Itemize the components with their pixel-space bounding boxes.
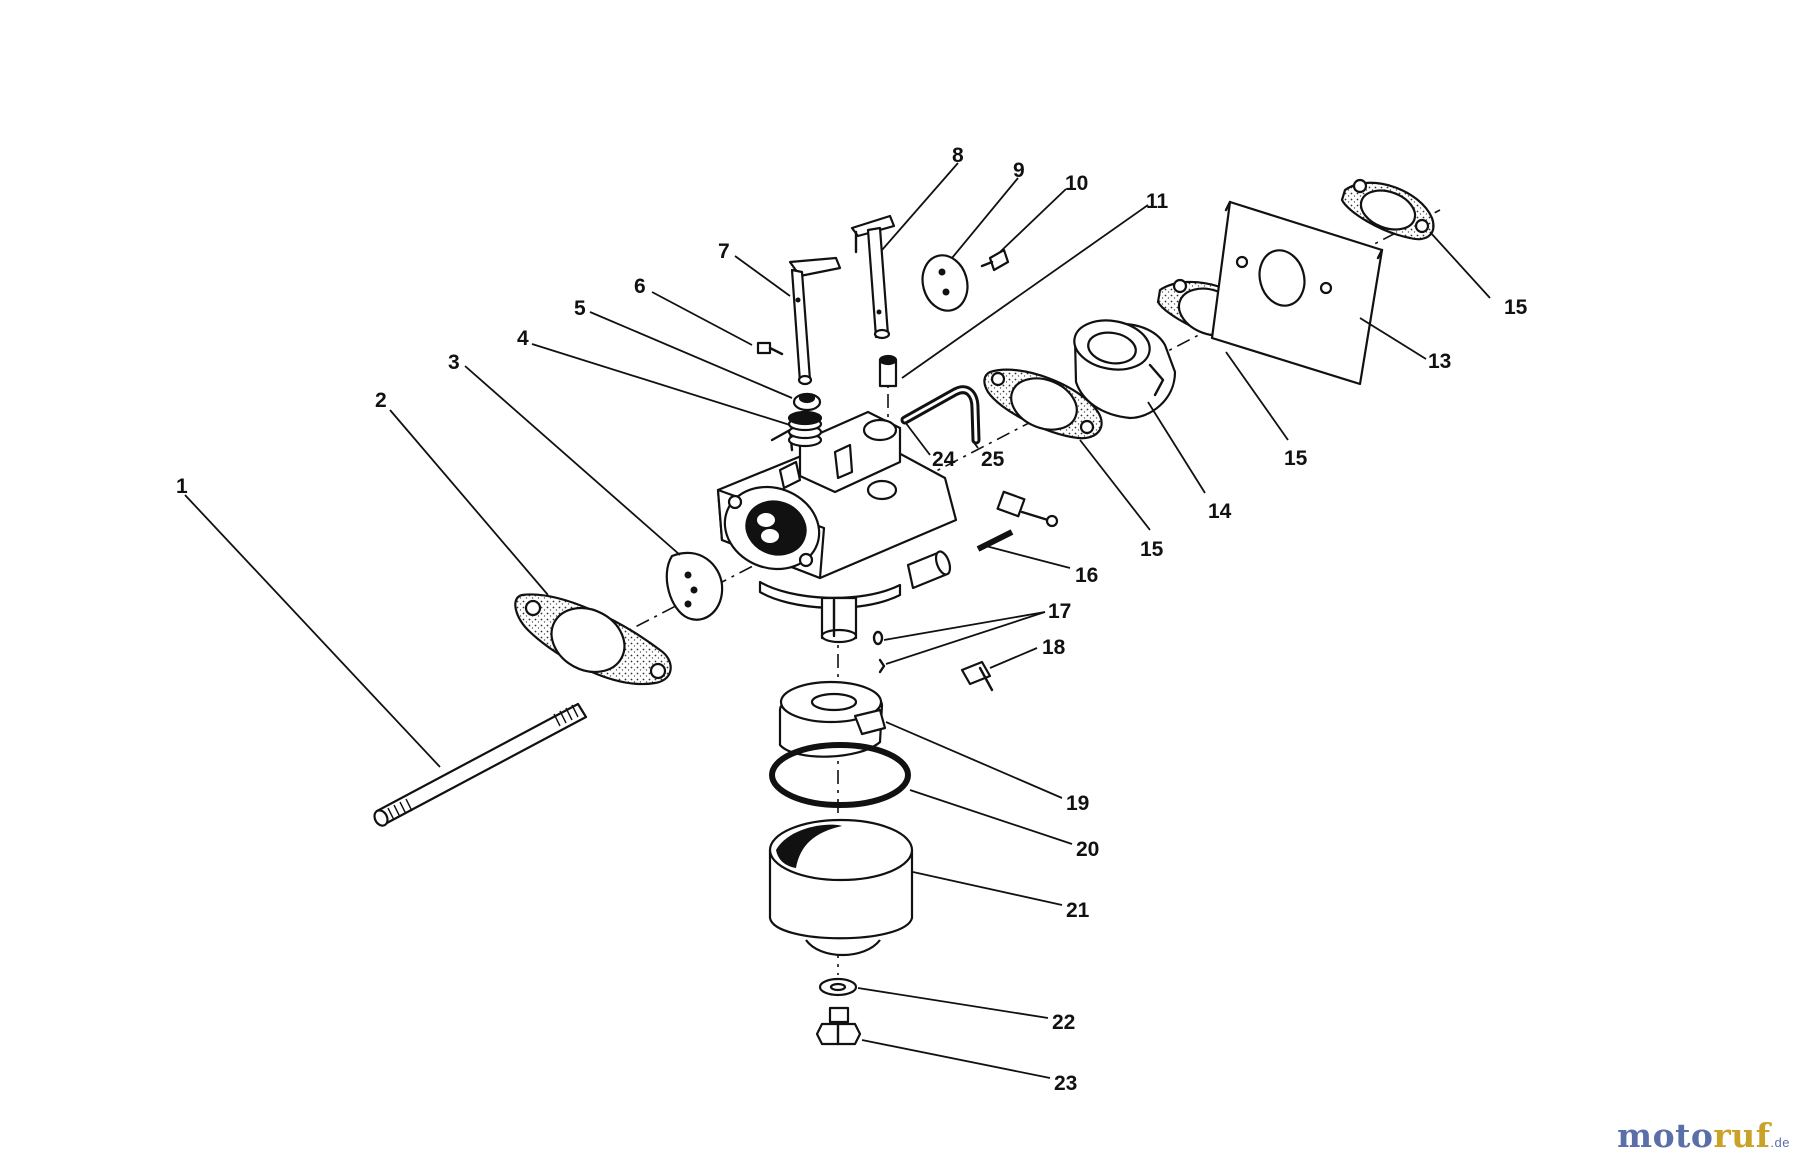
- part-23-nut: [815, 1006, 862, 1046]
- part-10-screw: [980, 248, 1010, 272]
- callout-labels: 1 2 3 4 5 6 7 8 9 10 11 13 14 15 15 15 1…: [176, 144, 1528, 1095]
- part-18-screw: [960, 660, 994, 692]
- callout-16: 16: [1075, 564, 1098, 587]
- callout-1: 1: [176, 475, 188, 498]
- part-21-bowl: [768, 818, 914, 957]
- callout-19: 19: [1066, 792, 1089, 815]
- callout-8: 8: [952, 144, 964, 167]
- watermark-logo: motoruf.de: [1617, 1116, 1790, 1155]
- callout-15-middle: 15: [1284, 447, 1308, 470]
- callout-10: 10: [1065, 172, 1088, 195]
- callout-6: 6: [634, 275, 646, 298]
- callout-9: 9: [1013, 159, 1025, 182]
- callout-21: 21: [1066, 899, 1090, 922]
- callout-5: 5: [574, 297, 586, 320]
- callout-17: 17: [1048, 600, 1071, 623]
- part-14-spacer: [1073, 319, 1177, 420]
- part-7-shaft: [788, 256, 842, 386]
- part-11-needle: [878, 354, 898, 388]
- part-8-shaft: [850, 214, 896, 340]
- part-4-spring: [787, 410, 823, 448]
- part-15-gasket-c: [1340, 178, 1435, 241]
- watermark-tld: .de: [1770, 1135, 1790, 1150]
- watermark-part2: ruf: [1713, 1116, 1771, 1155]
- part-1-stud: [373, 702, 588, 827]
- callout-13: 13: [1428, 350, 1451, 373]
- part-6-screw: [756, 341, 784, 356]
- callout-24: 24: [932, 448, 956, 471]
- part-17-o-rings: [872, 630, 886, 674]
- callout-15-upper: 15: [1504, 296, 1528, 319]
- watermark-part1: moto: [1617, 1116, 1714, 1155]
- idle-screw: [996, 490, 1059, 528]
- callout-7: 7: [718, 240, 730, 263]
- callout-4: 4: [517, 327, 529, 350]
- part-22-washer: [818, 977, 858, 997]
- part-16-pin: [976, 529, 1014, 552]
- part-2-gasket: [514, 593, 672, 686]
- callout-23: 23: [1054, 1072, 1077, 1095]
- callout-20: 20: [1076, 838, 1099, 861]
- callout-15-lower: 15: [1140, 538, 1164, 561]
- callout-25: 25: [981, 448, 1005, 471]
- part-9-plate: [921, 254, 969, 312]
- callout-3: 3: [448, 351, 460, 374]
- callout-2: 2: [375, 389, 387, 412]
- part-3-plate: [665, 551, 724, 621]
- part-19-float: [778, 680, 887, 758]
- leader-lines: [184, 162, 1491, 1079]
- part-15-gasket-a: [983, 368, 1103, 440]
- callout-11: 11: [1146, 190, 1169, 213]
- callout-18: 18: [1042, 636, 1066, 659]
- part-5-screw: [792, 392, 822, 412]
- part-13-plate: [1210, 200, 1384, 386]
- callout-14: 14: [1208, 500, 1232, 523]
- part-24-25-tube: [900, 385, 981, 445]
- carburetor-body: [716, 410, 958, 644]
- callout-22: 22: [1052, 1011, 1075, 1034]
- part-20-ring: [769, 742, 911, 808]
